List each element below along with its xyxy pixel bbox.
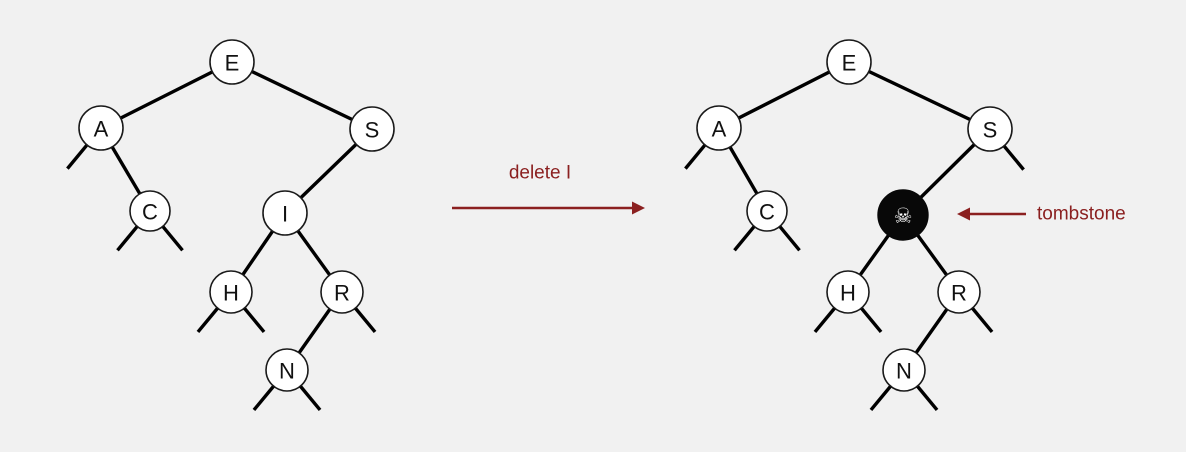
null-link-stub xyxy=(66,141,91,170)
node-circle xyxy=(265,348,309,392)
node-circle xyxy=(746,190,788,232)
tombstone-arrow-head xyxy=(957,207,970,221)
null-link-stub xyxy=(858,304,883,334)
node-key-label: E xyxy=(842,51,857,76)
node-key-label: S xyxy=(983,118,998,143)
null-link-stub xyxy=(116,223,141,252)
left-tree: E A S C I H R N xyxy=(66,39,395,412)
node-circle xyxy=(967,106,1013,152)
node-key-label: H xyxy=(840,281,856,306)
node-key-label: C xyxy=(759,200,775,225)
node-key-label: E xyxy=(225,51,240,76)
null-link-stub xyxy=(914,382,939,412)
node-circle xyxy=(826,270,870,314)
tree-node-c[interactable]: C xyxy=(129,190,171,232)
delete-arrow-head xyxy=(632,201,645,215)
null-link-stub xyxy=(869,382,894,412)
tree-node-a[interactable]: A xyxy=(696,105,742,151)
tombstone-node[interactable]: ☠ xyxy=(877,189,929,241)
node-circle xyxy=(882,348,926,392)
node-key-label: R xyxy=(334,281,350,306)
tree-node-a[interactable]: A xyxy=(78,105,124,151)
node-key-label: N xyxy=(896,359,912,384)
tree-node-c[interactable]: C xyxy=(746,190,788,232)
tree-node-n[interactable]: N xyxy=(265,348,309,392)
node-circle xyxy=(129,190,171,232)
node-circle xyxy=(262,190,308,236)
tree-node-r[interactable]: R xyxy=(937,270,981,314)
node-key-label: H xyxy=(223,281,239,306)
tree-node-r[interactable]: R xyxy=(320,270,364,314)
node-key-label: C xyxy=(142,200,158,225)
tree-node-h[interactable]: H xyxy=(209,270,253,314)
null-link-stub xyxy=(969,304,994,334)
null-link-stub xyxy=(196,304,221,334)
node-circle xyxy=(826,39,872,85)
node-key-label: R xyxy=(951,281,967,306)
tree-node-s[interactable]: S xyxy=(967,106,1013,152)
null-link-stub xyxy=(684,141,709,170)
null-link-stub xyxy=(813,304,838,334)
node-circle xyxy=(349,106,395,152)
node-circle xyxy=(78,105,124,151)
node-circle xyxy=(937,270,981,314)
tombstone-circle xyxy=(877,189,929,241)
node-key-label: N xyxy=(279,359,295,384)
null-link-stub xyxy=(733,223,758,252)
transition-arrow-group: delete I xyxy=(452,163,645,215)
null-link-stub xyxy=(352,304,377,334)
null-link-stub xyxy=(159,223,184,252)
tree-node-h[interactable]: H xyxy=(826,270,870,314)
tree-edge xyxy=(848,60,991,131)
node-circle xyxy=(209,270,253,314)
node-key-label: A xyxy=(712,117,727,142)
null-link-stub xyxy=(776,223,801,252)
tree-node-s[interactable]: S xyxy=(349,106,395,152)
tree-node-n[interactable]: N xyxy=(882,348,926,392)
left-tree-null-stubs xyxy=(66,141,377,412)
tombstone-annotation-group: tombstone xyxy=(957,204,1126,225)
tree-node-e[interactable]: E xyxy=(826,39,872,85)
null-link-stub xyxy=(241,304,266,334)
null-link-stub xyxy=(252,382,277,412)
tree-node-e[interactable]: E xyxy=(209,39,255,85)
right-tree: E A S C ☠ H R N xyxy=(684,39,1025,412)
node-key-label: I xyxy=(282,202,288,227)
node-circle xyxy=(696,105,742,151)
delete-arrow-label: delete I xyxy=(509,163,571,184)
tree-edge xyxy=(100,60,233,130)
tombstone-label: tombstone xyxy=(1037,204,1126,225)
null-link-stub xyxy=(297,382,322,412)
right-tree-null-stubs xyxy=(684,141,1025,412)
tree-edge xyxy=(718,60,850,130)
node-circle xyxy=(209,39,255,85)
null-link-stub xyxy=(1000,142,1025,171)
tree-node-i[interactable]: I xyxy=(262,190,308,236)
skull-crossbones-icon: ☠ xyxy=(894,204,913,228)
tree-edge xyxy=(231,60,373,131)
node-key-label: A xyxy=(94,117,109,142)
node-circle xyxy=(320,270,364,314)
node-key-label: S xyxy=(365,118,380,143)
